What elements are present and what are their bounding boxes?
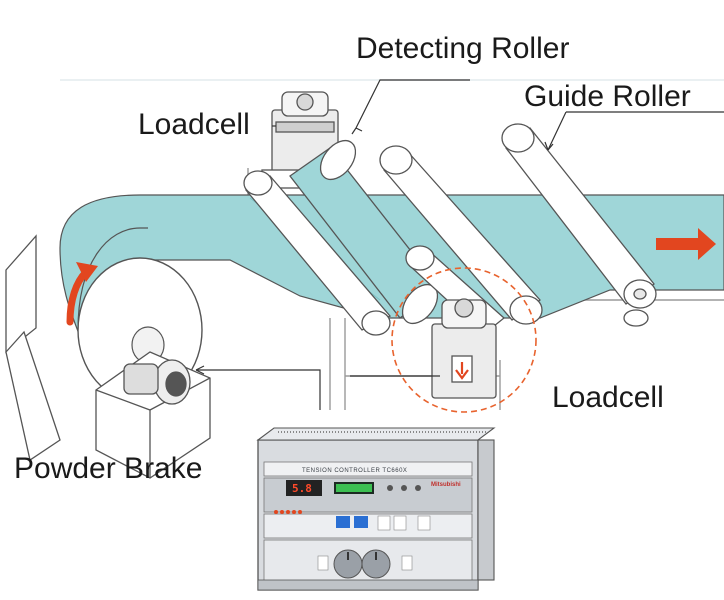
middle-roller <box>379 145 543 325</box>
controller-readout: 5.8 <box>292 482 312 495</box>
controller-brand: Mitsubishi <box>431 482 461 488</box>
bottom-loadcell <box>391 267 537 413</box>
powder-brake-label: Powder Brake <box>14 452 203 485</box>
tension-controller <box>256 427 496 591</box>
web-direction-arrow <box>656 228 716 260</box>
guide-roller <box>501 123 657 327</box>
idler-roller-left <box>243 170 392 336</box>
detecting-roller <box>289 139 441 325</box>
detecting-roller-label: Detecting Roller <box>356 32 570 65</box>
leader-lines <box>195 79 724 410</box>
left-bracket <box>5 234 61 462</box>
guide-roller-label: Guide Roller <box>524 80 691 113</box>
powder-brake <box>95 351 211 479</box>
loadcell-label-top: Loadcell <box>138 108 250 141</box>
loadcell-label-bottom: Loadcell <box>552 381 664 414</box>
rotation-arrow <box>66 262 98 326</box>
controller-title: TENSION CONTROLLER TC660X <box>302 468 408 474</box>
